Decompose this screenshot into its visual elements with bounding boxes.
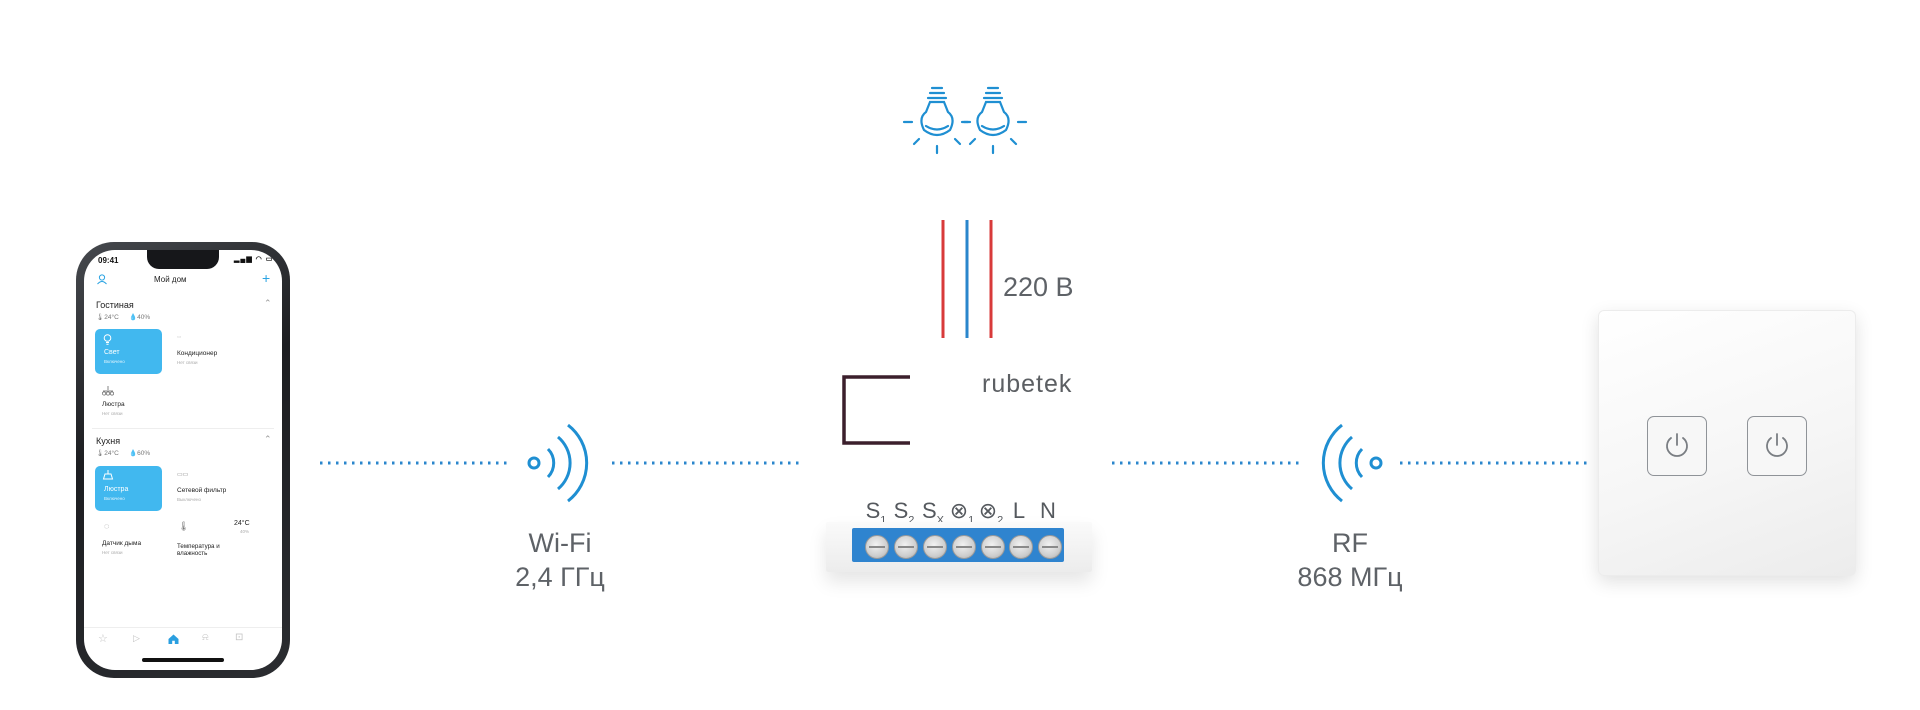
device-tile-temp-humidity[interactable]: 🌡 24°C 40% Температура и влажность — [170, 516, 270, 564]
terminal-screw — [1009, 535, 1033, 559]
power-icon — [1766, 433, 1788, 457]
bulb-icon — [962, 86, 1028, 155]
terminal-screw — [981, 535, 1005, 559]
home-indicator — [142, 658, 224, 662]
ac-icon: ▭ — [177, 334, 182, 339]
terminal-label-lamp1: ⊗1 — [949, 498, 975, 527]
divider — [92, 428, 274, 429]
device-status: Включено — [104, 359, 125, 364]
light-bulbs-icon — [902, 86, 1028, 155]
smoke-sensor-icon: ◌ — [104, 521, 110, 531]
device-name: Датчик дыма — [102, 540, 142, 547]
reading-humidity: 40% — [240, 529, 250, 534]
terminal-label-l: L — [1012, 498, 1026, 523]
chevron-up-icon[interactable]: ⌃ — [264, 298, 272, 308]
mains-wires — [941, 220, 993, 338]
device-name: Люстра — [104, 486, 129, 493]
tabbar-divider — [84, 627, 282, 628]
reading-temp: 24°C — [234, 520, 250, 527]
profile-icon[interactable] — [97, 274, 107, 285]
bell-icon[interactable]: ⍾ — [202, 632, 209, 643]
power-strip-icon: ▭▭ — [177, 472, 189, 478]
power-icon — [1666, 433, 1688, 457]
device-name: Сетевой фильтр — [177, 487, 227, 494]
rf-signal-icon — [1321, 423, 1383, 503]
terminal-screw — [923, 535, 947, 559]
device-tile-chandelier[interactable]: Люстра Нет связи — [95, 380, 162, 425]
room-humidity: 💧40% — [129, 314, 151, 321]
device-status: Нет связи — [102, 411, 123, 416]
device-tile-ac[interactable]: ▭ Кондиционер Нет связи — [170, 329, 270, 374]
device-status: Выключено — [177, 497, 201, 502]
bracket-outline — [842, 375, 910, 445]
phone-notch — [147, 250, 219, 269]
switch-key-2[interactable] — [1747, 416, 1807, 476]
status-time: 09:41 — [98, 256, 119, 265]
room-humidity: 💧60% — [129, 450, 151, 457]
thermometer-icon: 🌡 — [178, 521, 190, 531]
wall-switch — [1598, 310, 1856, 576]
brand-logo: rubetek — [982, 370, 1073, 398]
room-temp: 🌡24°C — [96, 450, 119, 457]
chevron-up-icon[interactable]: ⌃ — [264, 434, 272, 444]
device-name: Люстра — [102, 401, 125, 408]
terminal-screw — [1038, 535, 1062, 559]
terminal-screw — [952, 535, 976, 559]
device-tile-light[interactable]: Свет Включено — [95, 329, 162, 374]
home-icon[interactable] — [168, 634, 179, 644]
terminal-label-s1: S1 — [865, 498, 887, 527]
terminal-label-sx: SX — [921, 498, 945, 527]
terminal-screw — [894, 535, 918, 559]
star-icon[interactable]: ☆ — [98, 633, 108, 645]
device-tile-smoke-sensor[interactable]: ◌ Датчик дыма Нет связи — [95, 516, 162, 561]
wifi-signal-icon — [527, 423, 589, 503]
rf-frequency: 868 МГц — [1297, 562, 1403, 592]
device-status: Нет связи — [102, 550, 123, 555]
room-temp: 🌡24°C — [96, 314, 119, 321]
lock-icon[interactable]: ⊡ — [235, 632, 244, 643]
device-tile-power-strip[interactable]: ▭▭ Сетевой фильтр Выключено — [170, 466, 270, 511]
terminal-label-n: N — [1040, 498, 1056, 523]
add-icon[interactable]: + — [262, 270, 271, 286]
device-tile-chandelier-kitchen[interactable]: Люстра Включено — [95, 466, 162, 511]
phone-screen: 09:41 ▂▄▆ ◠ ▭ Мой дом + Гостиная ⌃ 🌡24°C… — [84, 250, 282, 670]
play-icon[interactable]: ▷ — [133, 633, 140, 643]
wifi-label: Wi-Fi — [528, 528, 592, 558]
wifi-frequency: 2,4 ГГц — [515, 562, 605, 592]
device-status: Нет связи — [177, 360, 198, 365]
status-icons: ▂▄▆ ◠ ▭ — [234, 256, 274, 263]
device-status: Включено — [104, 496, 125, 501]
terminal-label-s2: S2 — [893, 498, 915, 527]
chandelier-icon — [102, 386, 114, 396]
app-title: Мой дом — [154, 275, 187, 284]
device-name: Свет — [104, 349, 120, 356]
bulb-icon — [902, 86, 972, 155]
smartphone: 09:41 ▂▄▆ ◠ ▭ Мой дом + Гостиная ⌃ 🌡24°C… — [76, 242, 290, 678]
room-name[interactable]: Кухня — [96, 436, 121, 446]
device-name: Температура и влажность — [177, 543, 220, 557]
device-name: Кондиционер — [177, 350, 218, 357]
room-name[interactable]: Гостиная — [96, 300, 134, 310]
terminal-screw — [865, 535, 889, 559]
voltage-label: 220 В — [1003, 272, 1074, 302]
terminal-label-lamp2: ⊗2 — [978, 498, 1004, 527]
rf-label: RF — [1332, 528, 1368, 558]
switch-key-1[interactable] — [1647, 416, 1707, 476]
bulb-icon — [103, 334, 112, 345]
chandelier-icon — [102, 470, 114, 480]
